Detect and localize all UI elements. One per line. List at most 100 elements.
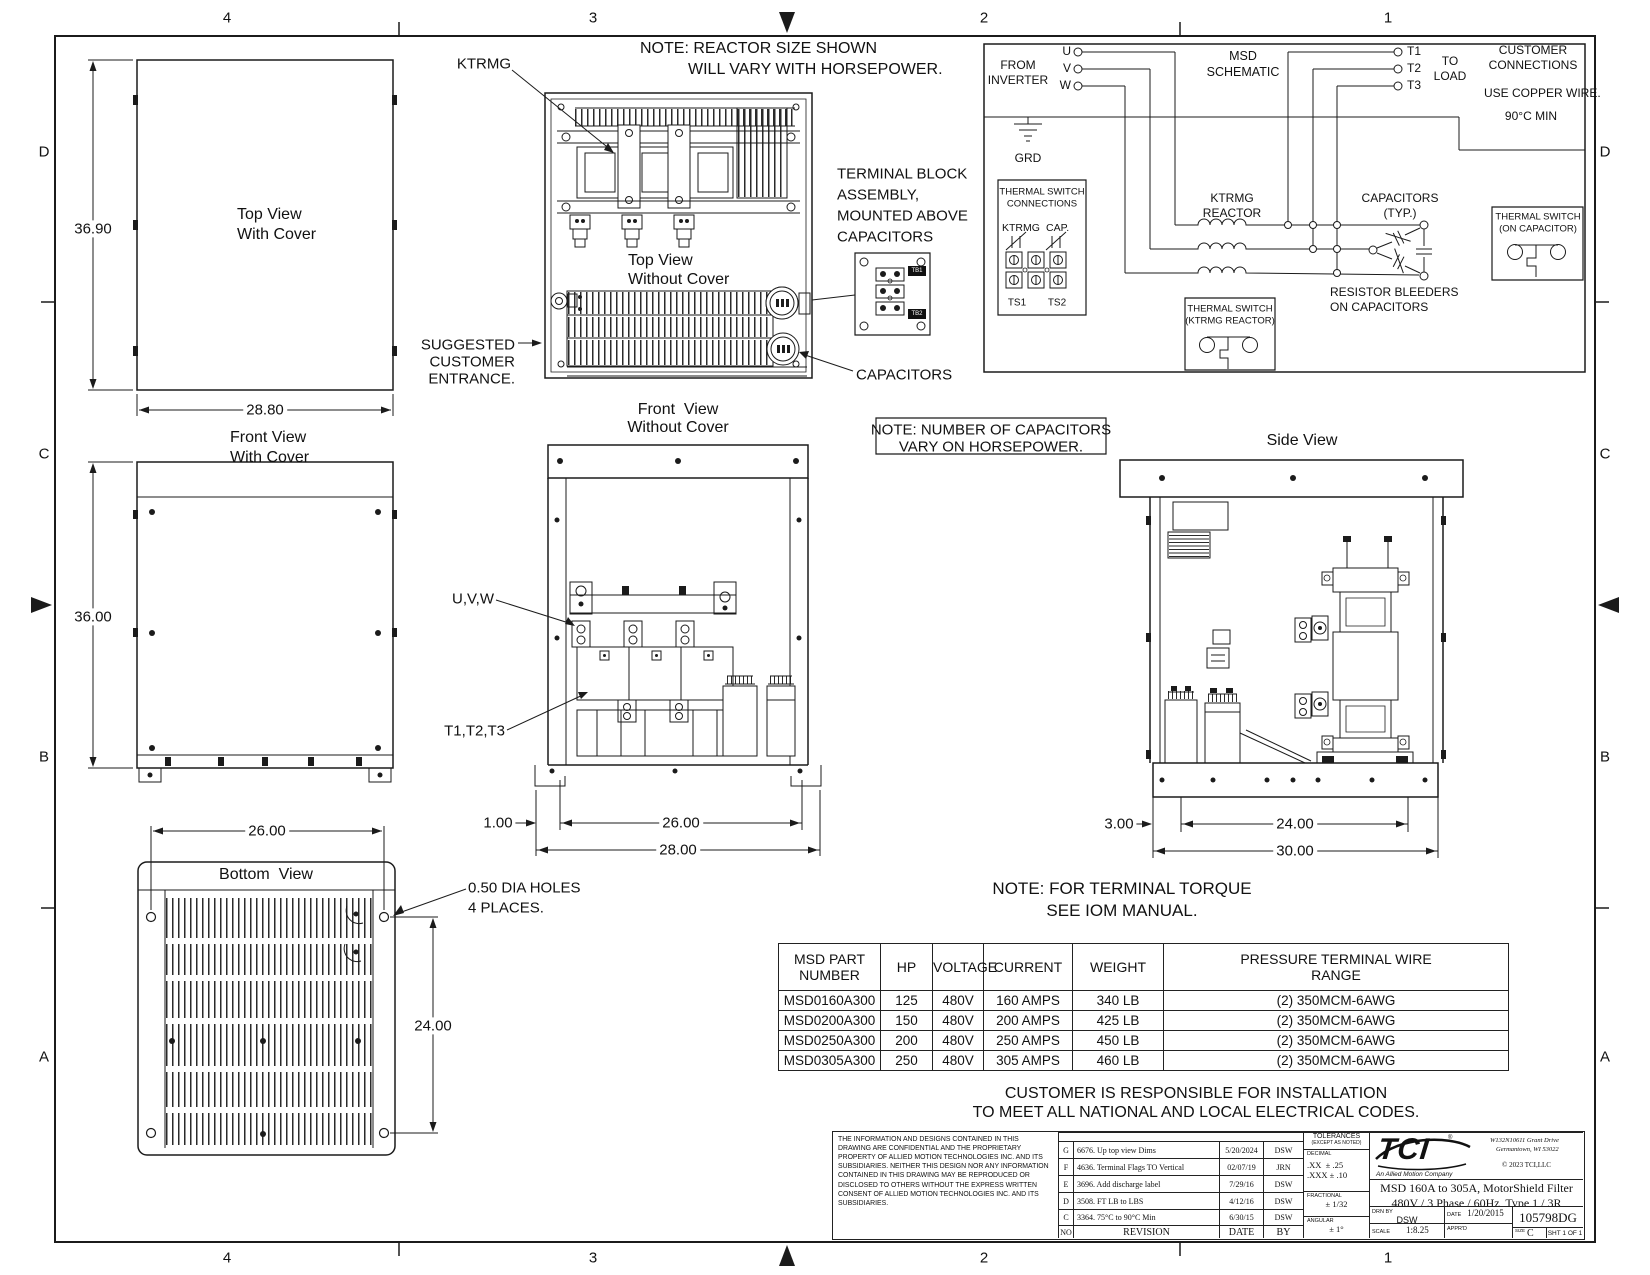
- zone-col-label: 4: [222, 1249, 232, 1267]
- registered-mark: ®: [1448, 1135, 1453, 1141]
- bleeders-note: RESISTOR BLEEDERS: [1330, 285, 1459, 300]
- ktrmg-label: KTRMG: [456, 55, 511, 73]
- top-open-grille-1: [568, 292, 772, 314]
- rev-footer-no: NO: [1058, 1225, 1073, 1238]
- rev-letter: D: [1058, 1192, 1073, 1209]
- capacitor-lid: [1208, 694, 1237, 702]
- terminal-block-detail: [855, 253, 930, 335]
- col-header-weight: WEIGHT: [1072, 943, 1164, 991]
- capacitor-count-note: NOTE: NUMBER OF CAPACITORS: [870, 421, 1112, 439]
- holes-note: 4 PLACES.: [468, 899, 544, 917]
- phase-u-label: U: [1062, 44, 1071, 59]
- cell-weight: 450 LB: [1072, 1030, 1164, 1051]
- installation-note: CUSTOMER IS RESPONSIBLE FOR INSTALLATION: [1004, 1084, 1388, 1102]
- top-open-right-vent: [738, 109, 786, 197]
- thermal-switch-ktrmg-title: THERMAL SWITCH: [1187, 303, 1273, 315]
- bottom-grille-row: [166, 898, 372, 938]
- bottom-grille-row: [166, 1024, 372, 1066]
- ktrmg-reactor-label: REACTOR: [1202, 206, 1262, 221]
- thermal-switch-on-capacitor-box: [1492, 207, 1583, 280]
- top-view-cover-title: With Cover: [237, 225, 317, 243]
- zone-row-label: A: [38, 1048, 50, 1066]
- zone-row-label: D: [38, 143, 50, 161]
- sheet-number: SHT 1 OF 1: [1546, 1227, 1583, 1238]
- dim-height: 24.00: [411, 1017, 455, 1035]
- ts1-label: TS1: [1007, 297, 1027, 309]
- bottom-grille-row: [166, 944, 372, 975]
- rev-desc: 3508. FT LB to LBS: [1073, 1192, 1219, 1209]
- side-view: [1120, 460, 1463, 858]
- rev-by: JRN: [1263, 1158, 1303, 1175]
- entrance-note: CUSTOMER: [429, 353, 515, 371]
- installation-note: TO MEET ALL NATIONAL AND LOCAL ELECTRICA…: [972, 1103, 1420, 1121]
- legal-notice: THE INFORMATION AND DESIGNS CONTAINED IN…: [838, 1136, 1049, 1207]
- cell-wire-range: (2) 350MCM-6AWG: [1163, 990, 1509, 1011]
- tb1-tag: TB1: [908, 266, 926, 276]
- col-header-part-number: MSD PART NUMBER: [778, 943, 881, 991]
- sheet-frame: [31, 12, 1619, 1266]
- entrance-note: ENTRANCE.: [428, 370, 515, 388]
- thermal-switch-ktrmg-box: [1185, 298, 1275, 370]
- logo-tagline: An Allied Motion Company: [1376, 1171, 1453, 1178]
- rev-footer-date: DATE: [1219, 1225, 1263, 1238]
- top-view-open-title: Top View: [628, 251, 693, 269]
- dim-height: 36.00: [71, 608, 115, 626]
- capacitors-typ-label: CAPACITORS: [1361, 191, 1439, 206]
- cell-voltage: 480V: [932, 1050, 984, 1071]
- copyright: © 2023 TCI,LLC: [1502, 1161, 1551, 1169]
- rev-by: DSW: [1263, 1192, 1303, 1209]
- entrance-note: SUGGESTED: [420, 336, 515, 354]
- torque-note: SEE IOM MANUAL.: [1046, 901, 1198, 921]
- rev-by: DSW: [1263, 1141, 1303, 1158]
- side-view-label-sticker: [1169, 533, 1209, 557]
- customer-connections-label: CONNECTIONS: [1488, 58, 1578, 73]
- cell-current: 305 AMPS: [983, 1050, 1073, 1071]
- drawing-title: MSD 160A to 305A, MotorShield Filter: [1380, 1181, 1573, 1195]
- cap-switch-label: CAP.: [1046, 221, 1070, 234]
- front-view-cover-title: Front View: [230, 428, 307, 446]
- cell-part: MSD0200A300: [778, 1010, 881, 1031]
- rev-letter: F: [1058, 1158, 1073, 1175]
- t1-label: T1: [1407, 44, 1422, 59]
- angular-tolerance: ± 1°: [1329, 1224, 1344, 1234]
- ktrmg-switch-label: KTRMG: [1002, 221, 1040, 234]
- rev-date: 7/29/16: [1219, 1175, 1263, 1192]
- thermal-switch-connections-box: [998, 180, 1086, 315]
- reactor-size-note: NOTE: REACTOR SIZE SHOWN: [640, 39, 878, 57]
- tb2-tag: TB2: [908, 309, 926, 319]
- to-load-label: LOAD: [1433, 69, 1467, 84]
- side-view-title: Side View: [1266, 431, 1338, 449]
- copper-wire-note: USE COPPER WIRE.: [1484, 86, 1601, 101]
- angular-label: ANGULAR: [1307, 1218, 1334, 1224]
- cell-wire-range: (2) 350MCM-6AWG: [1163, 1010, 1509, 1031]
- cell-hp: 150: [880, 1010, 933, 1031]
- rev-footer-revision: REVISION: [1073, 1225, 1219, 1238]
- reactor-size-note: WILL VARY WITH HORSEPOWER.: [688, 60, 943, 78]
- cell-voltage: 480V: [932, 990, 984, 1011]
- zone-col-label: 4: [222, 9, 232, 27]
- center-marker-arrow: [779, 12, 795, 33]
- zone-col-label: 1: [1383, 1249, 1393, 1267]
- zone-col-label: 2: [979, 9, 989, 27]
- bottom-view-title: Bottom View: [219, 865, 313, 883]
- capacitors-typ-label: (TYP.): [1383, 206, 1417, 221]
- dim-inner-depth: 24.00: [1273, 815, 1317, 833]
- thermal-switch-on-cap-title: THERMAL SWITCH: [1495, 211, 1581, 223]
- rev-desc: 4636. Terminal Flags TO Vertical: [1073, 1158, 1219, 1175]
- terminal-block-note: TERMINAL BLOCK: [837, 165, 968, 183]
- rev-date: 4/12/16: [1219, 1192, 1263, 1209]
- cell-hp: 200: [880, 1030, 933, 1051]
- lug-stack: [570, 215, 694, 247]
- cell-hp: 250: [880, 1050, 933, 1071]
- drawing-title: 480V / 3 Phase / 60Hz, Type 1 / 3R: [1391, 1196, 1562, 1206]
- zone-col-label: 1: [1383, 9, 1393, 27]
- scale-value: 1:8.25: [1406, 1225, 1429, 1235]
- zone-col-label: 2: [979, 1249, 989, 1267]
- capacitor-lid: [727, 676, 753, 684]
- center-marker-arrow: [779, 1245, 795, 1266]
- center-marker-arrow: [1598, 597, 1619, 613]
